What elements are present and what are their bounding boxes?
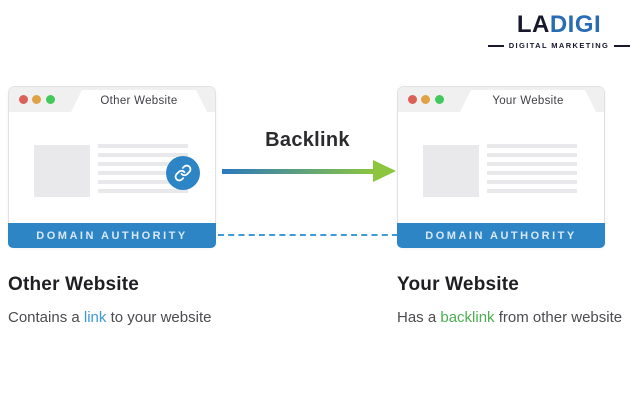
text-placeholder: [487, 144, 577, 193]
window-dot-orange-icon: [421, 95, 430, 104]
window-tab: Other Website: [71, 90, 207, 112]
caption-text: Contains a link to your website: [8, 309, 211, 326]
placeholder-line: [98, 171, 188, 175]
tab-title: Your Website: [492, 95, 564, 107]
window-tab: Your Website: [460, 90, 596, 112]
window-dot-green-icon: [435, 95, 444, 104]
domain-authority-dashed-connector: [218, 234, 398, 236]
domain-authority-label: DOMAIN AUTHORITY: [36, 229, 188, 242]
window-content: [398, 112, 604, 224]
window-dot-red-icon: [19, 95, 28, 104]
image-placeholder: [34, 145, 90, 197]
placeholder-line: [98, 180, 188, 184]
placeholder-line: [487, 171, 577, 175]
logo-tagline-row: DIGITAL MARKETING: [486, 41, 632, 50]
placeholder-line: [98, 189, 188, 193]
caption-text-after: from other website: [494, 309, 623, 326]
placeholder-line: [487, 144, 577, 148]
brand-logo: LADIGI DIGITAL MARKETING: [486, 13, 632, 50]
window-dot-green-icon: [46, 95, 55, 104]
caption-text-after: to your website: [106, 309, 212, 326]
caption-heading: Other Website: [8, 274, 140, 295]
domain-authority-bar: DOMAIN AUTHORITY: [397, 223, 605, 248]
logo-wordmark: LADIGI: [486, 13, 632, 37]
logo-tagline: DIGITAL MARKETING: [508, 41, 610, 50]
backlink-arrow-label: Backlink: [265, 129, 350, 151]
backlink-word: backlink: [440, 309, 495, 326]
text-placeholder: [98, 144, 188, 193]
browser-window-other: Other Website DOMAIN AUTHORITY: [8, 86, 216, 248]
logo-text-suffix: DIGI: [549, 11, 602, 38]
link-badge: [166, 156, 200, 190]
caption-heading: Your Website: [397, 274, 520, 295]
image-placeholder: [423, 145, 479, 197]
window-header: Your Website: [398, 87, 604, 112]
caption-your-website: Your Website Has a backlink from other w…: [397, 274, 622, 326]
backlink-arrow-head: [373, 160, 396, 182]
chain-link-icon: [174, 164, 192, 182]
caption-text-before: Contains a: [8, 309, 84, 326]
placeholder-line: [98, 144, 188, 148]
domain-authority-bar: DOMAIN AUTHORITY: [8, 223, 216, 248]
caption-other-website: Other Website Contains a link to your we…: [8, 274, 211, 326]
placeholder-line: [487, 180, 577, 184]
placeholder-line: [487, 189, 577, 193]
tab-title: Other Website: [100, 95, 178, 107]
placeholder-line: [487, 153, 577, 157]
placeholder-line: [98, 153, 188, 157]
placeholder-line: [487, 162, 577, 166]
caption-text-before: Has a: [397, 309, 441, 326]
placeholder-line: [98, 162, 188, 166]
logo-text-prefix: LA: [516, 11, 550, 38]
caption-text: Has a backlink from other website: [397, 309, 622, 326]
domain-authority-label: DOMAIN AUTHORITY: [425, 229, 577, 242]
window-header: Other Website: [9, 87, 215, 112]
tagline-left-dash: [487, 44, 504, 47]
window-content: [9, 112, 215, 224]
window-dot-orange-icon: [32, 95, 41, 104]
tagline-right-dash: [614, 44, 631, 47]
browser-window-yours: Your Website DOMAIN AUTHORITY: [397, 86, 605, 248]
backlink-arrow-shaft: [222, 169, 375, 174]
link-word: link: [83, 309, 107, 326]
window-dot-red-icon: [408, 95, 417, 104]
